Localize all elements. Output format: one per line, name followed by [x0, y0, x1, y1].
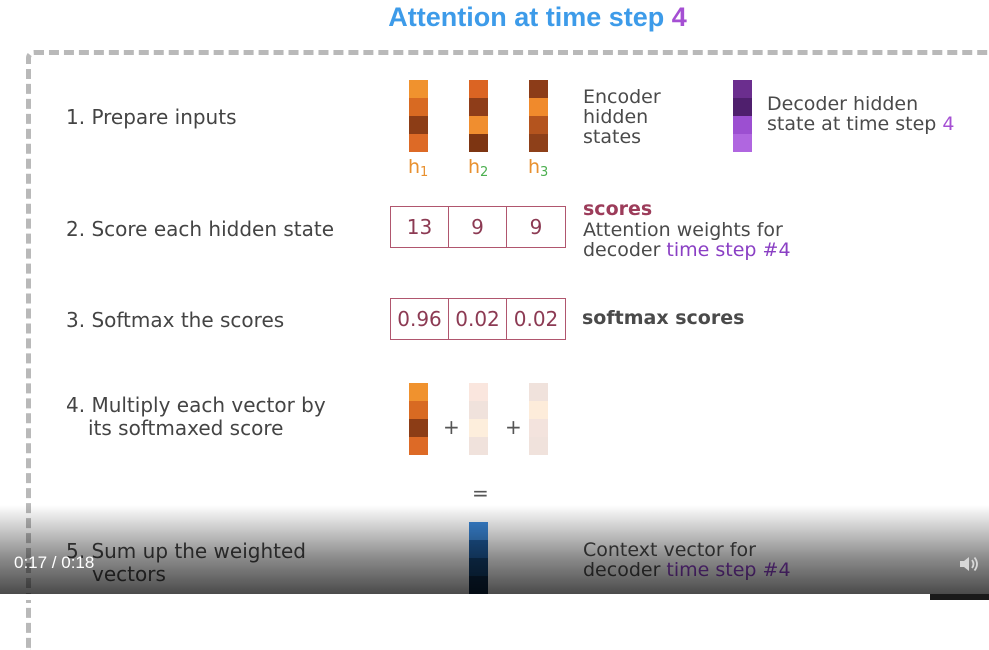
softmax-cell: 0.02 — [449, 299, 507, 339]
step-5-label-line1: 5. Sum up the weighted — [66, 539, 306, 563]
decoder-desc: Decoder hidden state at time step 4 — [767, 93, 955, 135]
weighted-vector-2 — [469, 383, 488, 455]
scores-desc: Attention weights for decoder time step … — [583, 219, 791, 261]
video-time-display: 0:17 / 0:18 — [14, 553, 95, 572]
softmax-cell: 0.02 — [513, 307, 559, 331]
slide-title-text: Attention at time step — [388, 2, 672, 32]
dashed-frame — [26, 50, 989, 650]
softmax-cell: 0.96 — [391, 299, 449, 339]
step-4-label-line1: 4. Multiply each vector by — [66, 393, 326, 417]
step-4-label-line2: its softmaxed score — [88, 416, 284, 440]
softmax-box: 0.96 0.02 0.02 — [390, 298, 566, 340]
video-progress-fill — [0, 594, 930, 600]
weighted-vector-3 — [529, 383, 548, 455]
step-1-label: 1. Prepare inputs — [66, 105, 237, 129]
encoder-vector-h2 — [469, 80, 488, 152]
encoder-label-h2: h2 — [468, 156, 489, 180]
step-4-label: 4. Multiply each vector by its softmaxed… — [66, 394, 326, 440]
plus-operator: + — [443, 415, 460, 439]
video-progress-bar[interactable] — [0, 594, 989, 600]
step-3-label: 3. Softmax the scores — [66, 308, 285, 332]
encoder-label-h1: h1 — [408, 156, 429, 180]
equals-operator: = — [472, 481, 489, 505]
encoder-vector-h1 — [409, 80, 428, 152]
scores-title: scores — [583, 198, 653, 220]
decoder-vector — [733, 80, 752, 152]
scores-box: 13 9 9 — [390, 206, 566, 248]
step-2-label: 2. Score each hidden state — [66, 217, 335, 241]
step-5-label: 5. Sum up the weighted vectors — [66, 540, 306, 586]
slide-title: Attention at time step 4 — [0, 2, 989, 33]
softmax-title: softmax scores — [582, 307, 745, 329]
score-cell: 13 — [391, 207, 449, 247]
score-cell: 9 — [449, 207, 507, 247]
encoder-vector-h3 — [529, 80, 548, 152]
context-desc: Context vector for decoder time step #4 — [583, 539, 791, 581]
encoder-desc: Encoder hidden states — [583, 86, 661, 148]
step-5-label-line2: vectors — [92, 562, 166, 586]
encoder-label-h3: h3 — [528, 156, 549, 180]
context-vector — [469, 522, 488, 594]
volume-icon[interactable] — [958, 554, 982, 574]
slide-title-step: 4 — [671, 2, 687, 32]
score-cell: 9 — [529, 215, 543, 239]
weighted-vector-1 — [409, 383, 428, 455]
plus-operator: + — [505, 415, 522, 439]
